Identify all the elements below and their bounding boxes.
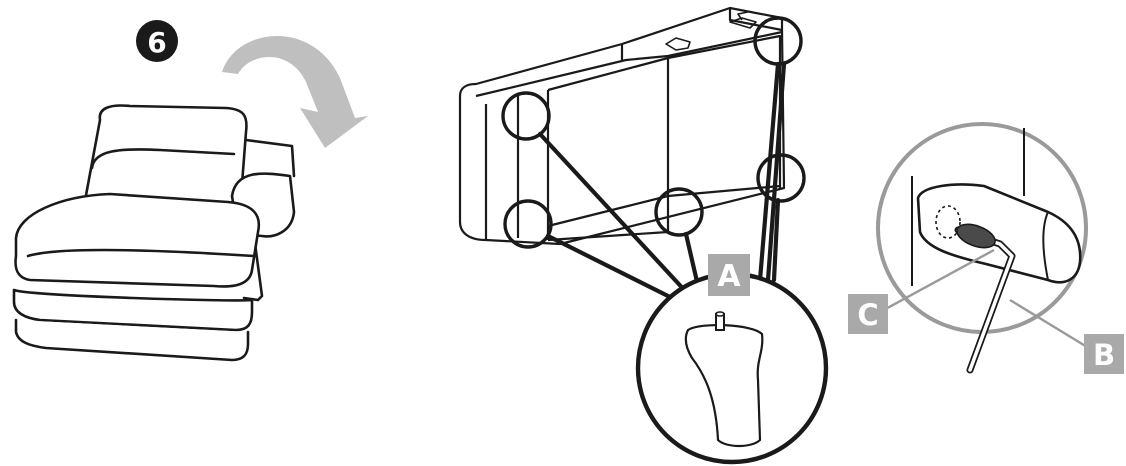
label-c-text: C (857, 298, 878, 332)
leg-position-middle-right (756, 153, 806, 203)
leg-position-top-left (501, 91, 551, 141)
chaise-sofa-module-illustration (12, 104, 296, 362)
hex-key-detail (876, 122, 1093, 374)
label-b: B (1084, 334, 1124, 374)
leader-lines (537, 61, 787, 303)
label-b-text: B (1093, 338, 1115, 372)
leg-position-markers (501, 16, 806, 249)
step-badge: 6 (136, 20, 178, 62)
leg-position-bottom-middle (654, 187, 704, 237)
sofa-leg-detail (635, 271, 829, 465)
label-a: A (708, 254, 750, 296)
step-number: 6 (147, 26, 166, 59)
label-c: C (848, 294, 888, 334)
label-a-text: A (717, 259, 741, 294)
sofa-upside-down-base-illustration (458, 6, 786, 246)
leg-position-bottom-left (503, 199, 553, 249)
rotate-arrow-icon (222, 35, 368, 148)
